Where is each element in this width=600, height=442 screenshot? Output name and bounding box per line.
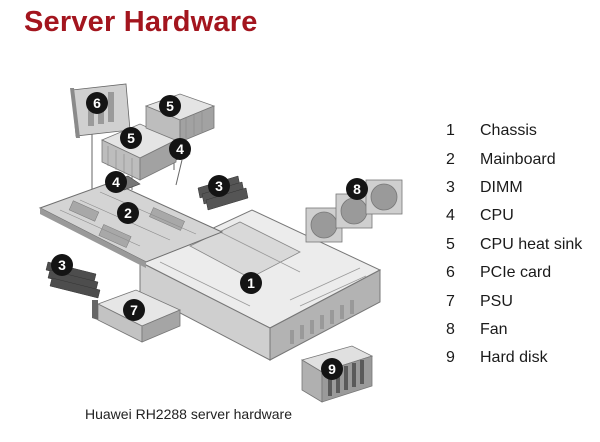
callout-badge-2: 2: [117, 202, 139, 224]
callout-badge-3: 3: [51, 254, 73, 276]
callout-badge-9: 9: [321, 358, 343, 380]
legend-number: 1: [446, 122, 455, 140]
svg-text:5: 5: [127, 130, 135, 146]
legend-number: 9: [446, 349, 455, 367]
legend-label: Mainboard: [480, 150, 556, 168]
legend-label: PSU: [480, 292, 513, 310]
legend-number: 3: [446, 178, 455, 196]
legend-number: 4: [446, 207, 455, 225]
svg-text:7: 7: [130, 302, 138, 318]
callout-badge-3: 3: [208, 175, 230, 197]
callout-badge-4: 4: [169, 138, 191, 160]
legend-item: 7 PSU: [446, 287, 582, 315]
callout-badge-4: 4: [105, 171, 127, 193]
callout-badge-5: 5: [159, 95, 181, 117]
legend-label: Hard disk: [480, 349, 548, 367]
legend-item: 2 Mainboard: [446, 145, 582, 173]
svg-text:4: 4: [112, 174, 120, 190]
svg-text:3: 3: [58, 257, 66, 273]
callout-badge-7: 7: [123, 299, 145, 321]
svg-text:9: 9: [328, 361, 336, 377]
svg-text:2: 2: [124, 205, 132, 221]
legend-label: CPU: [480, 207, 514, 225]
legend-number: 6: [446, 264, 455, 282]
legend-number: 7: [446, 292, 455, 310]
svg-text:1: 1: [247, 275, 255, 291]
legend-number: 5: [446, 235, 455, 253]
callout-badge-1: 1: [240, 272, 262, 294]
svg-text:6: 6: [93, 95, 101, 111]
hard-disk-part: [300, 345, 374, 403]
legend-number: 2: [446, 150, 455, 168]
legend-item: 6 PCIe card: [446, 259, 582, 287]
legend-label: CPU heat sink: [480, 235, 583, 253]
callout-badge-8: 8: [346, 178, 368, 200]
legend-label: Chassis: [480, 122, 537, 140]
legend-item: 9 Hard disk: [446, 344, 582, 372]
legend-number: 8: [446, 320, 455, 338]
legend-label: DIMM: [480, 178, 523, 196]
legend-item: 5 CPU heat sink: [446, 231, 582, 259]
legend-label: PCIe card: [480, 264, 552, 282]
callout-badge-5: 5: [120, 127, 142, 149]
legend-item: 4 CPU: [446, 202, 582, 230]
figure-caption: Huawei RH2288 server hardware: [85, 406, 292, 422]
legend-item: 3 DIMM: [446, 174, 582, 202]
svg-text:5: 5: [166, 98, 174, 114]
legend-item: 1 Chassis: [446, 117, 582, 145]
callout-badge-6: 6: [86, 92, 108, 114]
svg-text:8: 8: [353, 181, 361, 197]
legend-item: 8 Fan: [446, 316, 582, 344]
component-legend: 1 Chassis 2 Mainboard 3 DIMM 4 CPU 5 CPU…: [446, 117, 582, 373]
slide-title: Server Hardware: [24, 6, 258, 38]
fan-part: [305, 179, 403, 243]
legend-label: Fan: [480, 320, 508, 338]
svg-text:4: 4: [176, 141, 184, 157]
svg-text:3: 3: [215, 178, 223, 194]
